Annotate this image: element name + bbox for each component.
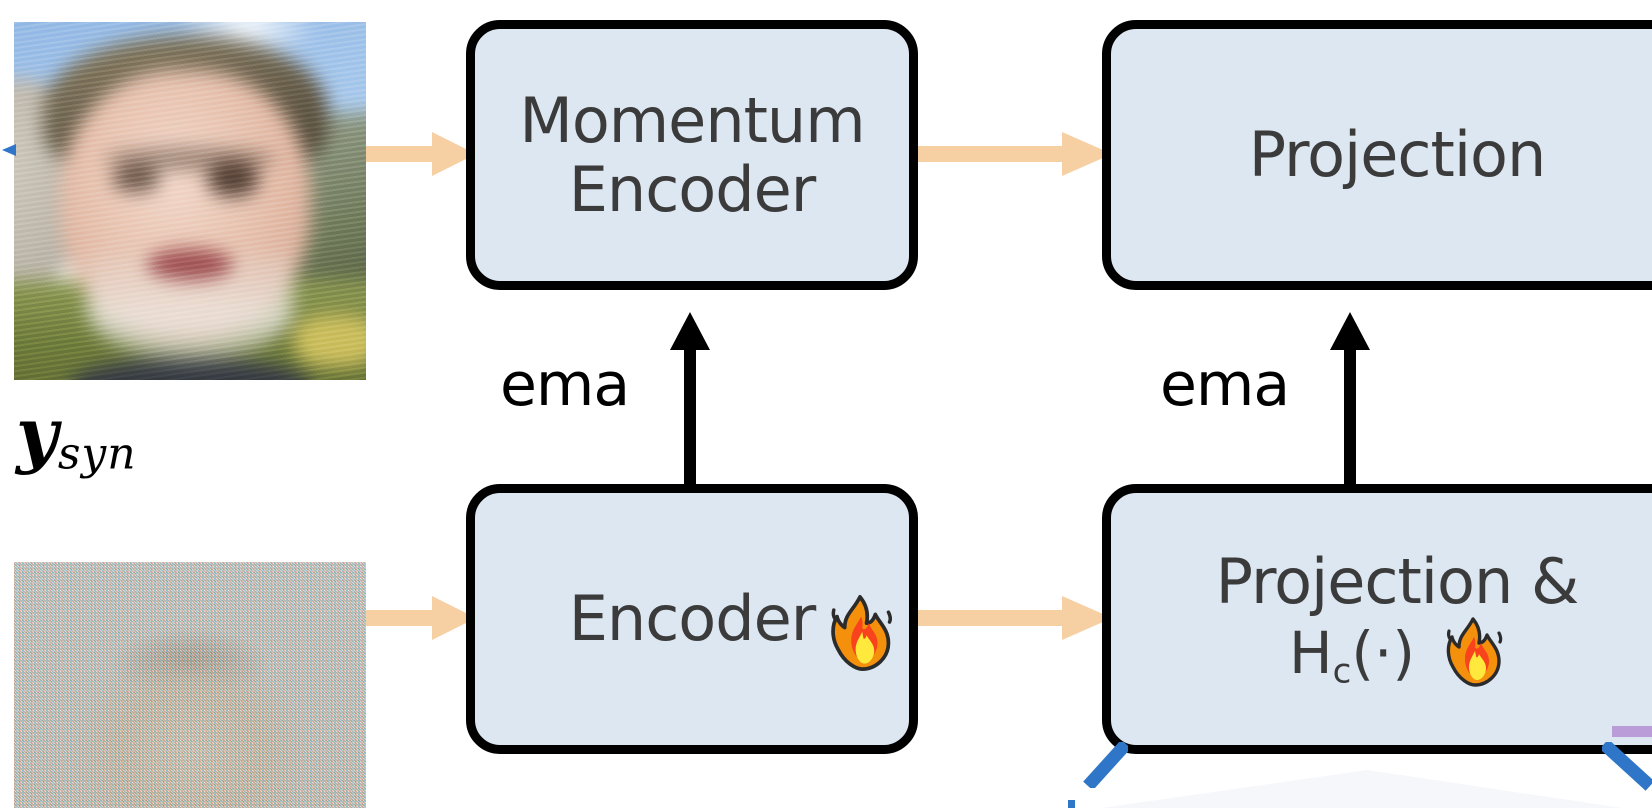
ema-label: ema: [500, 350, 630, 420]
motion-blur-streaks: [14, 22, 366, 380]
background-object-region: [293, 314, 366, 368]
loss-connector-line-left: [1082, 739, 1131, 791]
mouth-region: [146, 249, 234, 280]
loss-funnel-background: [1087, 770, 1636, 808]
node-projection-line1: Projection: [1248, 118, 1547, 192]
arrow-up-icon: [1322, 306, 1378, 486]
input-image-noisy: [14, 562, 366, 808]
left-eye-region: [112, 165, 160, 193]
shirt-region: [69, 358, 311, 380]
node-momentum-encoder-inner: Momentum Encoder: [475, 83, 909, 226]
arrow-up-icon: [662, 306, 718, 486]
blur-render-layer: [14, 22, 366, 380]
node-projection-inner: Projection: [1111, 118, 1652, 192]
node-projection-hc-line1: Projection &: [1215, 545, 1580, 619]
node-projection-hc-line2: Hc(·): [1129, 617, 1652, 691]
arrow-right-icon-blurred-to-momentum-encoder: [366, 128, 476, 180]
right-eye-region: [207, 161, 260, 197]
hc-argument: (·): [1351, 618, 1416, 687]
fire-icon: [1441, 617, 1505, 687]
purple-connector-line: [1612, 726, 1652, 737]
node-encoder-line1: Encoder: [568, 582, 816, 656]
input-caption-y-syn: ysyn: [16, 398, 137, 477]
caption-subscript: syn: [57, 428, 137, 480]
ema-connector-encoder: ema: [500, 306, 760, 486]
noise-base-layer: [14, 562, 366, 808]
caption-symbol: y: [16, 391, 58, 476]
loss-connector-line-right: [1599, 739, 1652, 792]
ema-label: ema: [1160, 350, 1290, 420]
node-momentum-encoder-line1: Momentum: [519, 83, 865, 157]
ema-connector-projection: ema: [1160, 306, 1420, 486]
node-momentum-encoder-line2: Encoder: [568, 153, 816, 226]
arrow-right-icon-momentum-encoder-to-projection: [916, 128, 1112, 180]
node-encoder[interactable]: Encoder: [466, 484, 918, 754]
node-projection-hc[interactable]: Projection & Hc(·): [1102, 484, 1652, 754]
input-image-blurred: [14, 22, 366, 380]
hc-subscript: c: [1332, 651, 1352, 692]
noise-speckle-layer-2: [14, 562, 366, 808]
node-projection-hc-inner: Projection & Hc(·): [1111, 547, 1652, 690]
node-projection[interactable]: Projection: [1102, 20, 1652, 290]
fire-icon: [825, 594, 895, 672]
noise-speckle-layer-1: [14, 562, 366, 808]
arrow-left-icon-incoming-blue: [0, 142, 16, 158]
arrow-right-icon-encoder-to-projection-hc: [916, 592, 1112, 644]
node-encoder-inner: Encoder: [475, 582, 909, 671]
node-momentum-encoder[interactable]: Momentum Encoder: [466, 20, 918, 290]
hc-symbol: H: [1288, 618, 1333, 687]
arrow-right-icon-noisy-to-encoder: [366, 592, 476, 644]
blue-marker-dot: [1068, 800, 1075, 808]
